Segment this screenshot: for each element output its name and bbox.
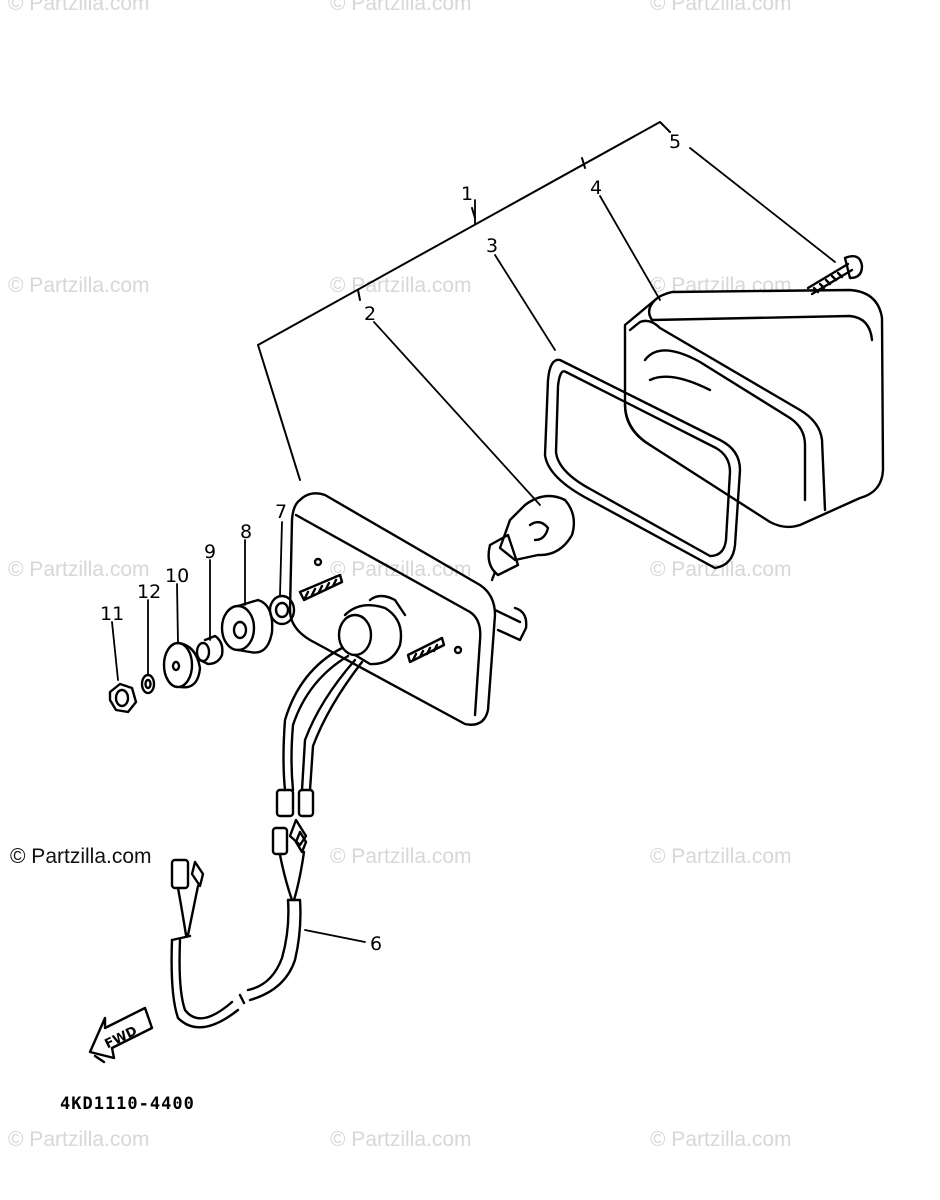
nut xyxy=(108,682,138,714)
fwd-arrow-icon xyxy=(88,1006,154,1064)
watermark: © Partzilla.com xyxy=(650,1128,792,1151)
screw xyxy=(806,255,864,296)
callout-numbers: 1 2 3 4 5 6 7 8 9 10 12 11 FWD xyxy=(100,131,681,1052)
lens-gasket xyxy=(543,358,742,570)
callout-7: 7 xyxy=(275,501,287,523)
grommet xyxy=(220,598,274,654)
callout-10: 10 xyxy=(165,565,189,587)
callout-1: 1 xyxy=(461,183,473,205)
base-plate xyxy=(288,492,528,726)
callout-6: 6 xyxy=(370,933,382,955)
callout-12: 12 xyxy=(137,581,161,603)
callout-4: 4 xyxy=(590,177,602,199)
callout-5: 5 xyxy=(669,131,681,153)
watermark: © Partzilla.com xyxy=(330,1128,472,1151)
bulb xyxy=(487,494,576,582)
watermark: © Partzilla.com xyxy=(650,558,792,581)
callout-9: 9 xyxy=(204,541,216,563)
callout-11: 11 xyxy=(100,603,124,625)
watermark: © Partzilla.com xyxy=(330,845,472,868)
watermark-prominent: © Partzilla.com xyxy=(10,845,152,868)
lens-housing xyxy=(623,288,885,529)
watermark: © Partzilla.com xyxy=(330,274,472,297)
callout-8: 8 xyxy=(240,521,252,543)
assembly-bracket xyxy=(257,121,671,481)
watermark: © Partzilla.com xyxy=(8,1128,150,1151)
fwd-label: FWD xyxy=(103,1024,140,1052)
watermark: © Partzilla.com xyxy=(8,558,150,581)
wiring-harness xyxy=(170,646,364,1029)
spring-washer xyxy=(140,673,156,695)
mounting-studs xyxy=(298,573,446,664)
watermark: © Partzilla.com xyxy=(8,0,150,15)
collar xyxy=(195,634,224,666)
watermark: © Partzilla.com xyxy=(8,274,150,297)
callout-2: 2 xyxy=(364,303,376,325)
watermark: © Partzilla.com xyxy=(330,0,472,15)
washer-plate xyxy=(162,641,202,689)
diagram-code: 4KD1110-4400 xyxy=(60,1094,195,1114)
callout-3: 3 xyxy=(486,235,498,257)
watermark: © Partzilla.com xyxy=(650,0,792,15)
bulb-socket xyxy=(337,594,407,666)
leader-lines xyxy=(111,147,836,943)
watermark: © Partzilla.com xyxy=(650,845,792,868)
watermark: © Partzilla.com xyxy=(330,558,472,581)
